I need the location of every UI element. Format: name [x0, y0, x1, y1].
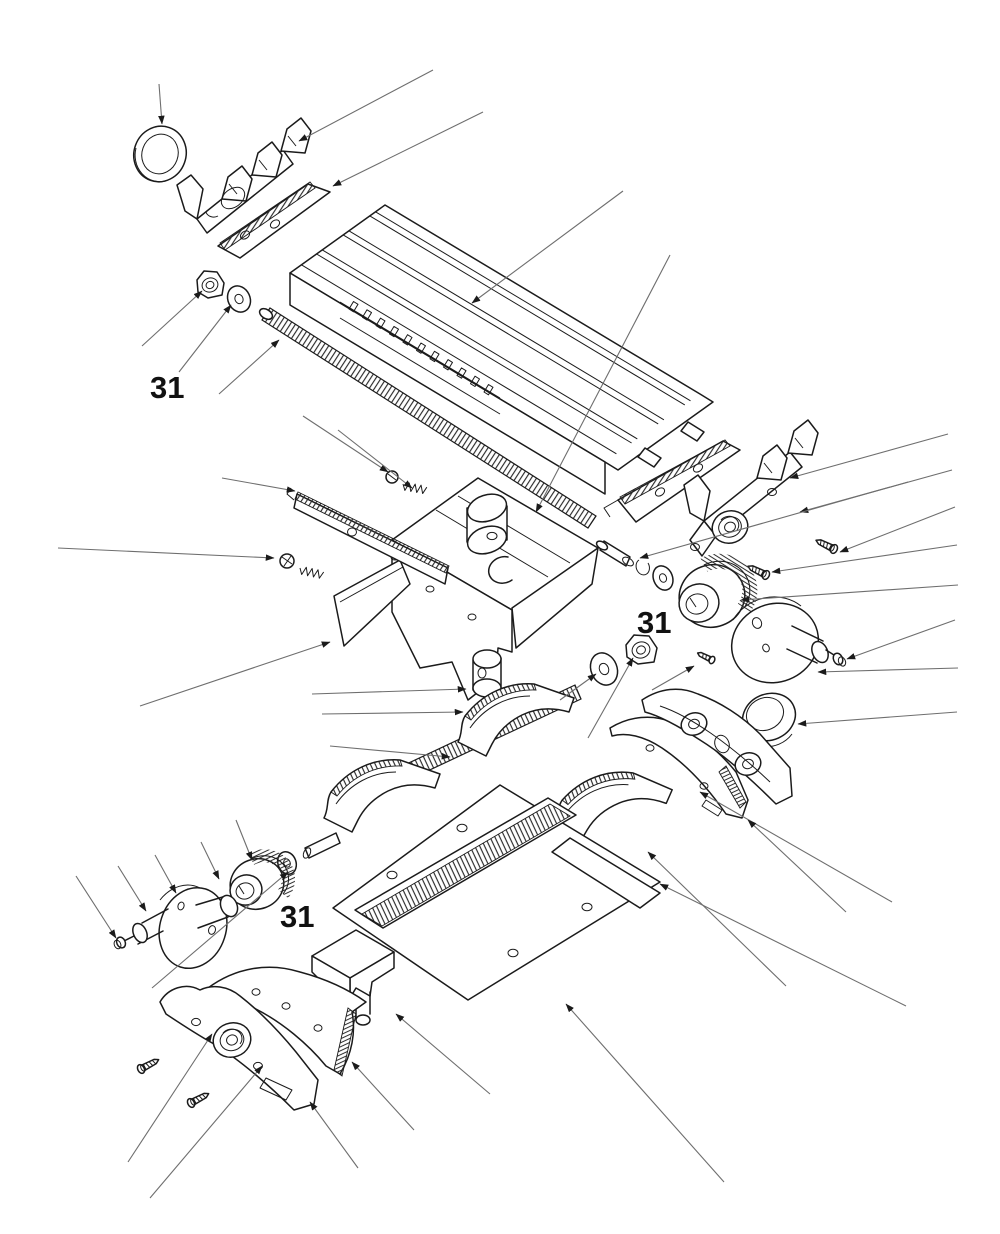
- gib-plate-right: [603, 439, 741, 523]
- flat-washer-left: [226, 285, 252, 313]
- spacer-pin-x: [595, 540, 634, 567]
- retaining-ring: [635, 559, 650, 576]
- saddle-wing-strip: [333, 559, 411, 647]
- dowel-pin-y: [302, 832, 341, 859]
- gib-plate-left: [217, 181, 331, 259]
- bearing-gib-bottom: [207, 966, 367, 1077]
- handwheel-y: [113, 884, 239, 970]
- clamp-shoe-right: [552, 771, 673, 843]
- handwheel-x: [730, 596, 847, 684]
- clamp-shoe-left: [323, 759, 441, 833]
- flat-washer-x: [652, 565, 674, 591]
- mount-screw-a: [136, 1058, 160, 1075]
- base-plate: [332, 784, 661, 1001]
- table-front-apron: [289, 272, 606, 495]
- saddle-gib-strip: [286, 487, 450, 585]
- bearing-gib-right: [609, 716, 749, 819]
- saddle: [333, 477, 599, 701]
- clamp-shoe-center: [457, 683, 575, 757]
- saddle-boss-top: [466, 493, 508, 555]
- spring-a: [402, 482, 428, 495]
- table-scale-ticks: [348, 301, 494, 396]
- screw-right-a: [815, 539, 839, 555]
- callout-31-bottom: 31: [280, 899, 314, 934]
- handle-screw-y: [113, 935, 135, 950]
- end-bracket-left: [176, 117, 312, 234]
- callout-31-middle: 31: [637, 605, 671, 640]
- screw-right-b: [747, 565, 771, 581]
- saddle-halfnut: [487, 555, 513, 584]
- leader-lines: [57, 69, 959, 1199]
- mount-screw-b: [186, 1092, 210, 1109]
- handle-screw-x: [825, 649, 847, 667]
- hex-nut-left: [196, 270, 225, 299]
- work-table: [289, 204, 714, 495]
- grub-screw: [696, 651, 716, 665]
- spring-b: [299, 566, 325, 579]
- flat-washer-mid: [589, 652, 619, 686]
- saddle-boss-bottom: [472, 649, 502, 698]
- bearing-bracket-bottom: [159, 985, 319, 1111]
- end-cap-left: [133, 125, 187, 183]
- handle-x: [786, 625, 829, 664]
- leadscrew-x: [258, 307, 597, 529]
- end-bracket-right: [683, 419, 819, 557]
- callout-labels: 31 31 31: [150, 370, 671, 934]
- callout-31-top: 31: [150, 370, 184, 405]
- set-screw-b: [279, 553, 295, 569]
- handle-y: [132, 908, 169, 945]
- hub-y: [195, 894, 239, 929]
- bearing-bracket-right: [641, 688, 793, 805]
